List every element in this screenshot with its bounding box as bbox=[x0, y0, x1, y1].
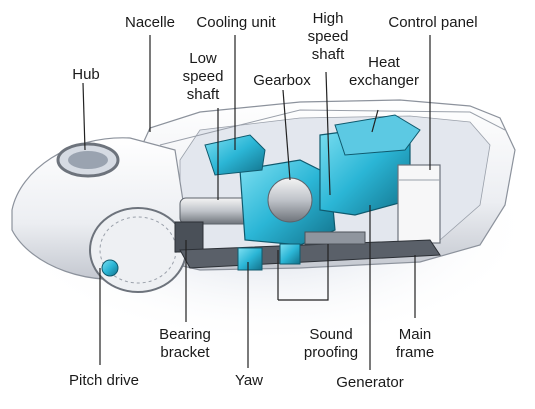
label-high-speed-shaft: High speed shaft bbox=[307, 10, 349, 63]
yaw-drive bbox=[237, 247, 263, 271]
label-generator: Generator bbox=[336, 374, 404, 391]
cooling-unit bbox=[204, 134, 266, 176]
sound-proofing-panel bbox=[304, 231, 366, 245]
label-nacelle: Nacelle bbox=[124, 14, 176, 31]
bearing-bracket bbox=[174, 221, 204, 253]
leader-gearbox bbox=[282, 89, 291, 181]
nacelle-roof-edge bbox=[159, 109, 506, 146]
hub-ring-inner bbox=[68, 151, 108, 169]
label-main-frame: Main frame bbox=[395, 326, 435, 361]
leader-hub bbox=[82, 82, 86, 151]
heat-exchanger bbox=[334, 114, 421, 156]
label-low-speed-shaft: Low speed shaft bbox=[182, 50, 224, 103]
leader-high-speed-shaft bbox=[325, 71, 331, 196]
leader-lines bbox=[82, 35, 431, 370]
pitch-drive-motor bbox=[101, 259, 119, 277]
label-gearbox: Gearbox bbox=[253, 72, 311, 89]
label-bearing-bracket: Bearing bracket bbox=[159, 326, 211, 361]
control-panel-cabinet bbox=[397, 164, 441, 244]
label-heat-exchanger: Heat exchanger bbox=[348, 54, 420, 89]
label-sound-proofing: Sound proofing bbox=[303, 326, 359, 361]
gearbox-housing-ring bbox=[267, 177, 313, 223]
leader-sound-proofing-b bbox=[278, 244, 329, 301]
label-pitch-drive: Pitch drive bbox=[68, 372, 140, 389]
label-yaw: Yaw bbox=[234, 372, 264, 389]
label-control-panel: Control panel bbox=[388, 14, 478, 31]
low-speed-shaft bbox=[179, 197, 251, 225]
label-hub: Hub bbox=[72, 66, 100, 83]
label-cooling-unit: Cooling unit bbox=[196, 14, 276, 31]
yaw-drive-2 bbox=[279, 243, 301, 265]
leader-heat-exchanger bbox=[371, 109, 379, 133]
pitch-bearing-disc bbox=[89, 207, 187, 293]
